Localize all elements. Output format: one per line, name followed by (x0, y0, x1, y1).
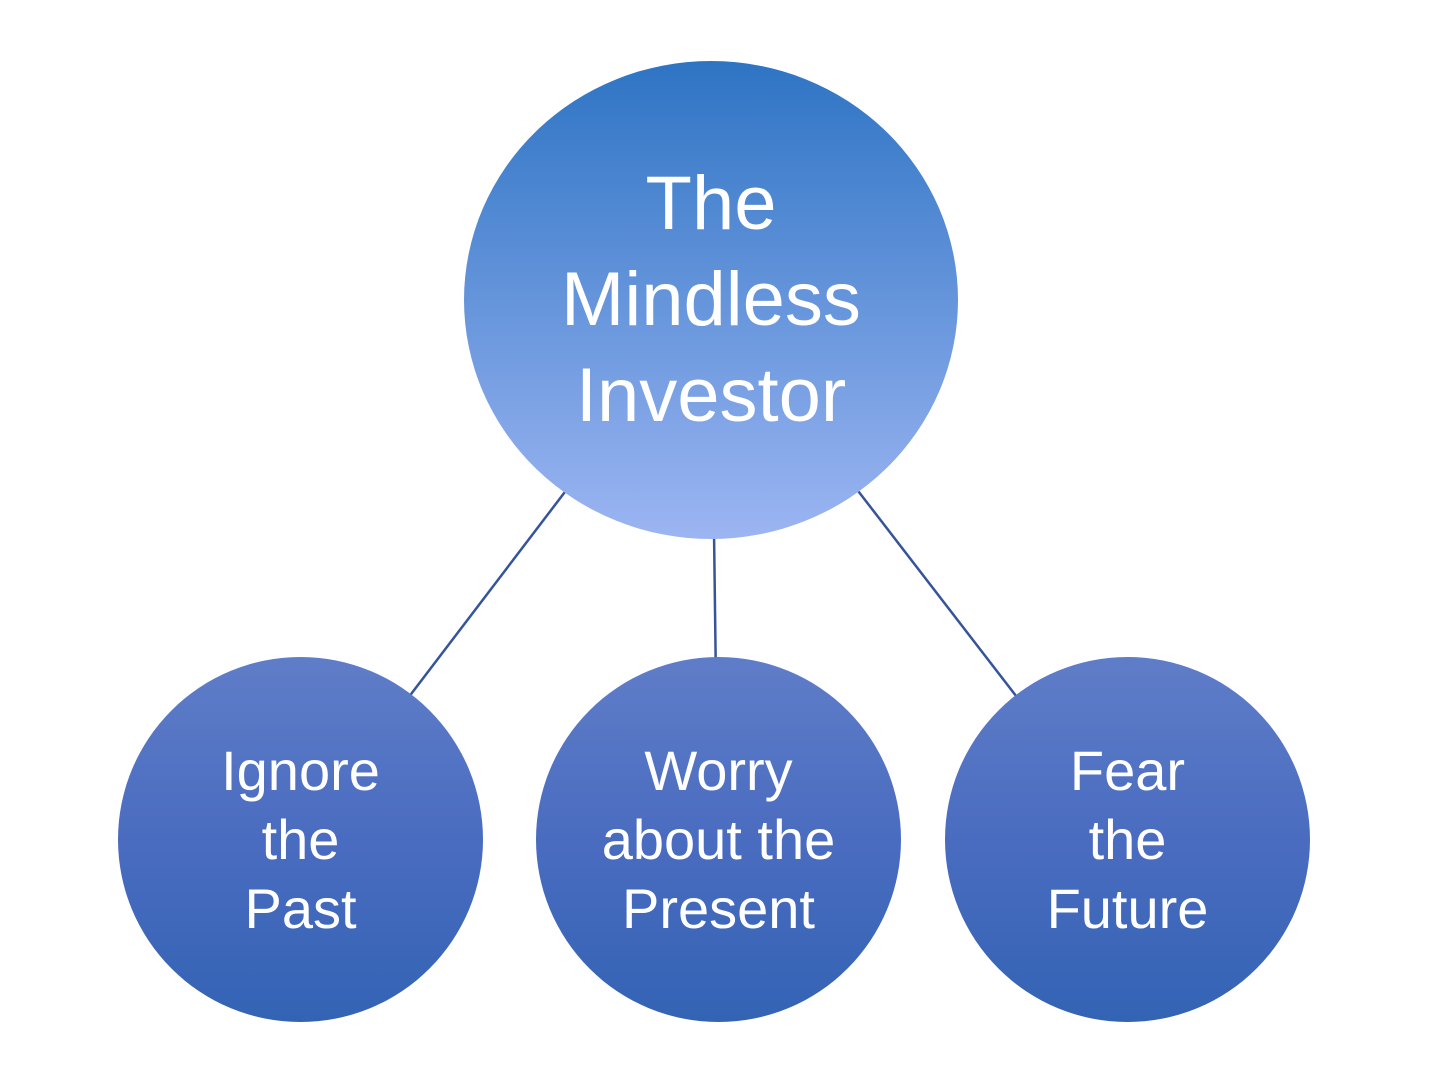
node-text-line: the (1088, 808, 1167, 871)
node-text-line: about the (601, 808, 836, 871)
node-text-line: Present (622, 877, 815, 940)
node-fear-the-future: Fear the Future (945, 657, 1310, 1022)
node-text-line: The (645, 161, 777, 246)
node-text-line: Fear (1069, 739, 1186, 802)
node-text-line: the (261, 808, 340, 871)
node-the-mindless-investor: The Mindless Investor (464, 61, 958, 539)
node-ignore-the-past: Ignore the Past (118, 657, 483, 1022)
node-text-line: Past (244, 877, 357, 940)
node-text-line: Investor (575, 353, 847, 438)
node-text-line: Worry (644, 739, 793, 802)
node-text-line: Ignore (221, 739, 380, 802)
node-worry-about-the-present: Worry about the Present (536, 657, 901, 1022)
node-text-line: Mindless (561, 257, 861, 342)
node-text-line: Future (1046, 877, 1209, 940)
